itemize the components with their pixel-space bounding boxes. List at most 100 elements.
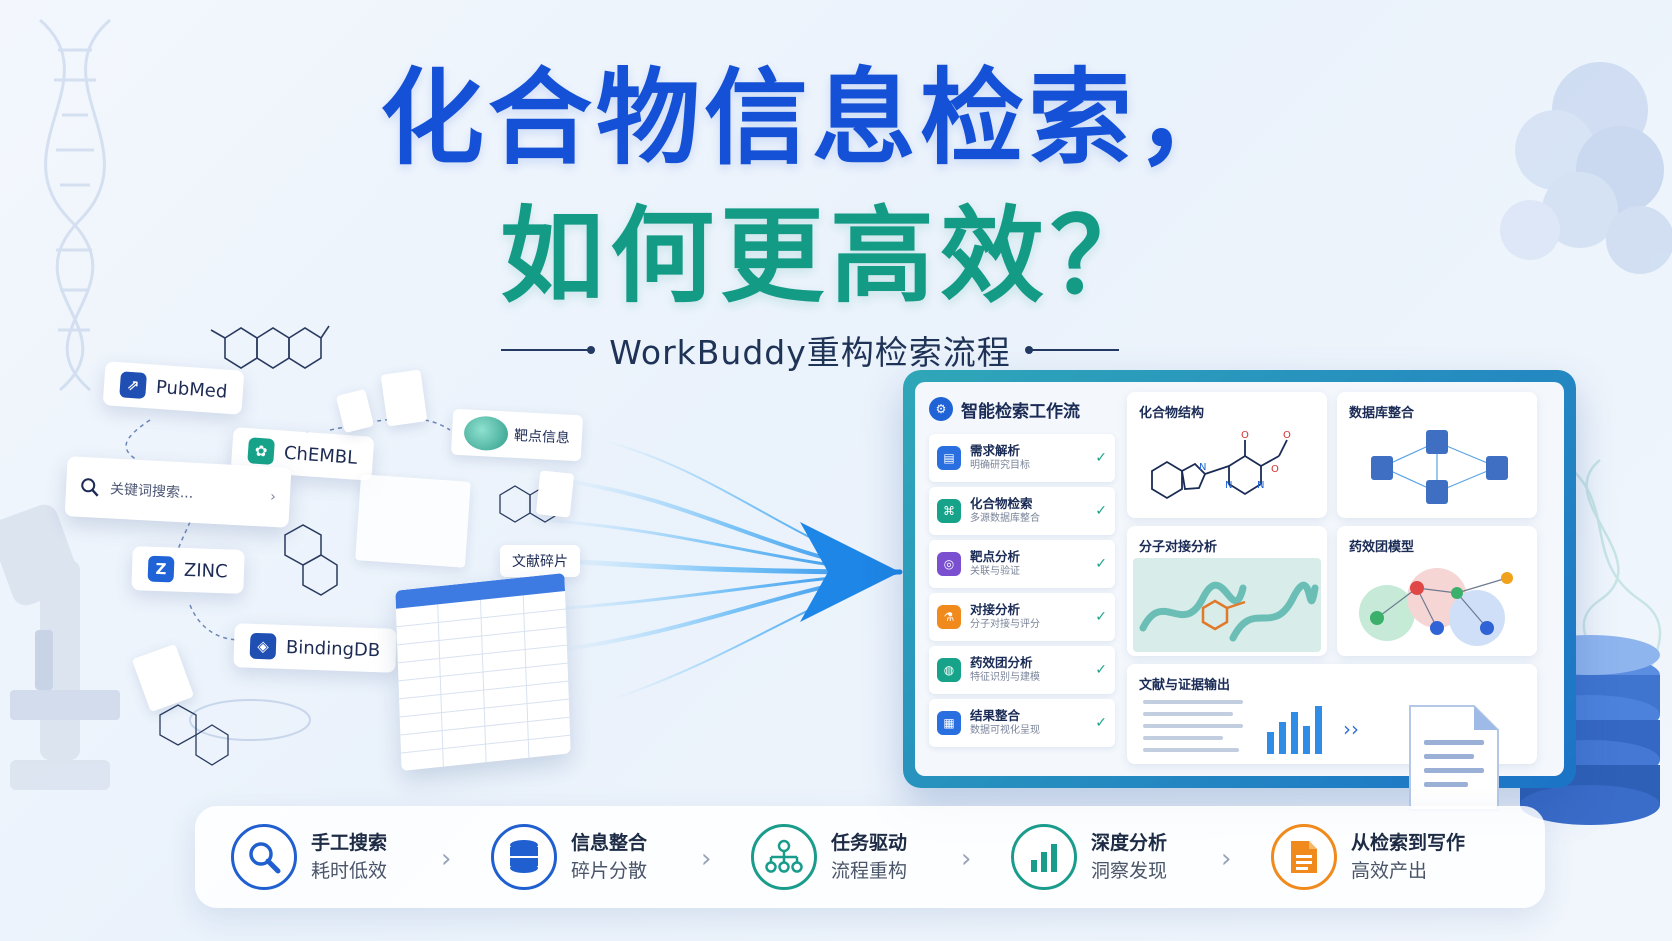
feature-deep-analysis: 深度分析 洞察发现 xyxy=(1011,823,1167,891)
workflow-step[interactable]: ⌘ 化合物检索多源数据库整合 ✓ xyxy=(929,487,1115,535)
feature-title: 任务驱动 xyxy=(831,832,908,854)
target-analysis-icon: ◎ xyxy=(937,552,961,576)
feature-subtitle: 耗时低效 xyxy=(311,860,388,882)
feature-manual-search: 手工搜索 耗时低效 xyxy=(231,823,387,891)
svg-text:O: O xyxy=(1283,430,1291,441)
source-bindingdb[interactable]: ◈ BindingDB xyxy=(233,623,397,673)
database-icon xyxy=(491,824,557,890)
feature-info-integration: 信息整合 碎片分散 xyxy=(491,823,647,891)
search-placeholder: 关键词搜索... xyxy=(109,481,194,502)
headline-line-2: 如何更高效？ xyxy=(500,195,1161,317)
feature-subtitle: 流程重构 xyxy=(831,860,908,882)
chevron-right-icon: › xyxy=(1221,844,1232,874)
tile-title: 分子对接分析 xyxy=(1139,540,1218,555)
feature-title: 从检索到写作 xyxy=(1351,832,1466,854)
tile-title: 药效团模型 xyxy=(1349,540,1415,555)
subtitle: WorkBuddy重构检索流程 xyxy=(609,333,1011,372)
svg-text:O: O xyxy=(1241,430,1249,441)
headline-line-1: 化合物信息检索， xyxy=(380,57,1245,179)
magnifier-icon xyxy=(231,824,297,890)
feature-subtitle: 高效产出 xyxy=(1351,860,1428,882)
pharmacophore-icon: ◍ xyxy=(937,658,961,682)
feature-task-driven: 任务驱动 流程重构 xyxy=(751,823,907,891)
workflow-logo-icon: ⚙ xyxy=(929,397,953,421)
check-icon: ✓ xyxy=(1095,609,1107,625)
compound-search-icon: ⌘ xyxy=(937,499,961,523)
hierarchy-icon xyxy=(751,824,817,890)
search-input[interactable]: 关键词搜索... › xyxy=(64,456,292,528)
target-info-tag: 靶点信息 xyxy=(450,408,584,462)
source-pubmed-label: PubMed xyxy=(155,376,229,403)
source-zinc[interactable]: Z ZINC xyxy=(131,546,245,594)
workflow-panel-inner: ⚙ 智能检索工作流 ▤ 需求解析明确研究目标 ✓ ⌘ 化合物检索多源数据库整合 … xyxy=(915,382,1564,776)
database-network-image xyxy=(1371,430,1508,504)
subtitle-divider-left xyxy=(501,346,596,354)
tile-pharmacophore-model[interactable]: 药效团模型 xyxy=(1337,526,1537,656)
source-bindingdb-label: BindingDB xyxy=(285,636,381,661)
feature-search-to-writing: 从检索到写作 高效产出 xyxy=(1271,823,1465,891)
feature-bar: 手工搜索 耗时低效 › 信息整合 碎片分散 › 任务驱动 流程重构 › 深度分析… xyxy=(195,806,1545,908)
check-icon: ✓ xyxy=(1095,662,1107,678)
protein-icon xyxy=(463,415,509,452)
bar-chart-icon xyxy=(1011,824,1077,890)
step-subtitle: 数据可视化呈现 xyxy=(970,725,1040,736)
step-title: 需求解析 xyxy=(970,443,1021,458)
step-subtitle: 分子对接与评分 xyxy=(970,619,1040,630)
feature-subtitle: 碎片分散 xyxy=(571,860,648,882)
tile-title: 文献与证据输出 xyxy=(1139,678,1231,693)
step-title: 结果整合 xyxy=(970,708,1021,723)
tile-title: 数据库整合 xyxy=(1349,406,1415,421)
source-zinc-label: ZINC xyxy=(183,559,229,582)
step-title: 对接分析 xyxy=(970,602,1021,617)
fragment-tag: 文献碎片 xyxy=(500,545,580,577)
step-title: 靶点分析 xyxy=(970,549,1021,564)
feature-title: 信息整合 xyxy=(571,832,648,854)
result-icon: ▦ xyxy=(937,711,961,735)
source-chembl-label: ChEMBL xyxy=(283,442,358,469)
step-title: 化合物检索 xyxy=(970,496,1033,511)
workflow-step[interactable]: ◍ 药效团分析特征识别与建模 ✓ xyxy=(929,646,1115,694)
check-icon: ✓ xyxy=(1095,503,1107,519)
chevron-right-icon: › xyxy=(441,844,452,874)
document-card-1 xyxy=(380,369,428,427)
molecule-sketch-bottom xyxy=(159,704,229,766)
step-title: 药效团分析 xyxy=(970,655,1033,670)
step-subtitle: 多源数据库整合 xyxy=(970,513,1040,524)
workflow-title: 智能检索工作流 xyxy=(961,401,1080,422)
document-card-4 xyxy=(535,470,575,518)
feature-title: 手工搜索 xyxy=(311,832,388,854)
search-icon xyxy=(81,478,99,497)
svg-text:N: N xyxy=(1257,480,1264,491)
workflow-step[interactable]: ▦ 结果整合数据可视化呈现 ✓ xyxy=(929,699,1115,747)
step-subtitle: 明确研究目标 xyxy=(970,460,1030,471)
svg-text:O: O xyxy=(1271,464,1279,475)
document-card-2 xyxy=(335,388,375,434)
document-card-3 xyxy=(355,474,471,568)
pharmacophore-image xyxy=(1359,568,1513,646)
svg-text:N: N xyxy=(1225,480,1232,491)
feature-title: 深度分析 xyxy=(1091,832,1168,854)
source-pubmed[interactable]: ⇗ PubMed xyxy=(102,361,245,415)
workflow-panel: ⚙ 智能检索工作流 ▤ 需求解析明确研究目标 ✓ ⌘ 化合物检索多源数据库整合 … xyxy=(903,370,1576,788)
zinc-icon: Z xyxy=(147,555,175,583)
tile-docking-analysis[interactable]: 分子对接分析 xyxy=(1127,526,1327,656)
workflow-step[interactable]: ⚗ 对接分析分子对接与评分 ✓ xyxy=(929,593,1115,641)
protein-docking-image xyxy=(1133,558,1321,652)
tile-database-integration[interactable]: 数据库整合 xyxy=(1337,392,1537,518)
svg-text:››: ›› xyxy=(1343,717,1359,741)
workflow-step[interactable]: ▤ 需求解析明确研究目标 ✓ xyxy=(929,434,1115,482)
literature-output-image: ›› xyxy=(1143,700,1359,754)
molecule-sketch-mid xyxy=(284,524,338,596)
check-icon: ✓ xyxy=(1095,450,1107,466)
workflow-header: ⚙ 智能检索工作流 xyxy=(929,394,1080,424)
step-subtitle: 关联与验证 xyxy=(970,566,1020,577)
chevron-right-icon: › xyxy=(961,844,972,874)
subtitle-divider-right xyxy=(1024,346,1119,354)
check-icon: ✓ xyxy=(1095,556,1107,572)
workflow-step[interactable]: ◎ 靶点分析关联与验证 ✓ xyxy=(929,540,1115,588)
pubmed-icon: ⇗ xyxy=(119,371,147,400)
docking-icon: ⚗ xyxy=(937,605,961,629)
tile-literature-output[interactable]: 文献与证据输出 ›› xyxy=(1127,664,1537,764)
